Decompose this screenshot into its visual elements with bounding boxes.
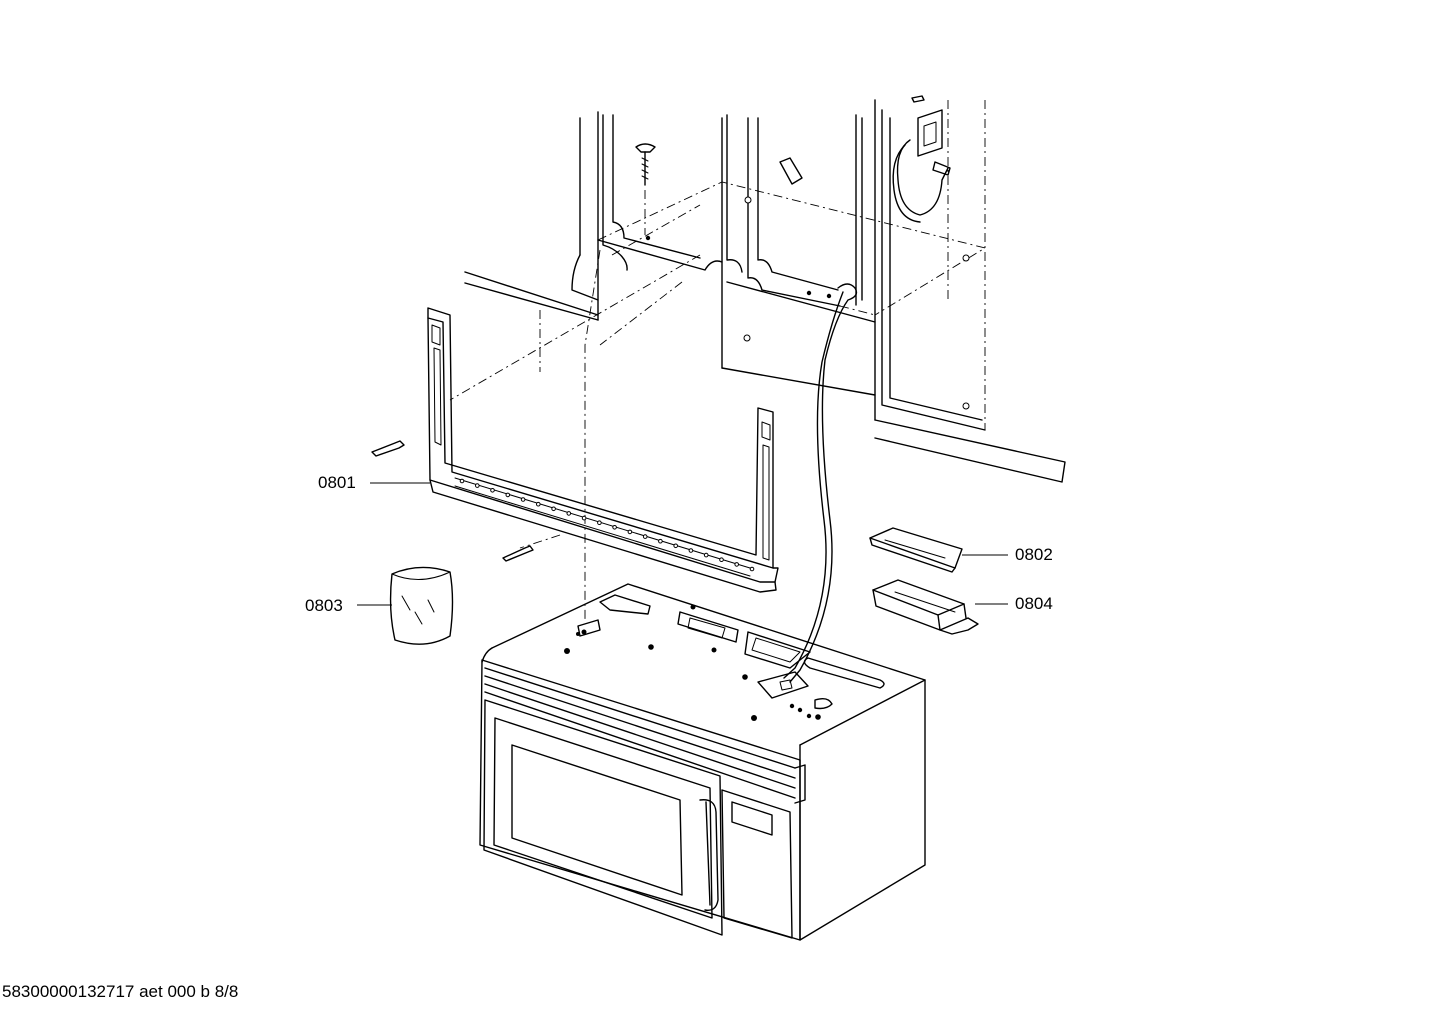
plate-hole: [597, 520, 602, 526]
plate-hole: [475, 483, 480, 488]
callout-0804: 0804: [1015, 594, 1053, 613]
plate-hole: [703, 552, 709, 558]
callout-0802: 0802: [1015, 545, 1053, 564]
plate-hole: [734, 562, 740, 567]
drawing-reference-footer: 58300000132717 aet 000 b 8/8: [2, 982, 239, 1001]
part-0802: [869, 527, 963, 573]
microwave-oven: [479, 583, 926, 941]
plate-hole: [459, 478, 465, 484]
plate-hole: [536, 501, 541, 507]
upper-cabinets: [464, 95, 1066, 483]
part-0804: [872, 579, 979, 635]
plate-hole: [719, 557, 724, 563]
plate-hole: [642, 534, 648, 539]
plate-hole: [490, 488, 495, 493]
plate-hole: [551, 506, 556, 512]
callout-0801: 0801: [318, 473, 356, 492]
plate-hole: [658, 538, 663, 544]
plate-hole: [673, 543, 679, 549]
plate-hole: [749, 566, 755, 572]
part-0803-bag: [389, 566, 454, 645]
callout-leaders: [357, 482, 1008, 606]
alignment-lines: [449, 249, 701, 620]
plate-hole: [520, 497, 526, 502]
plate-hole: [566, 511, 572, 516]
plate-hole: [505, 492, 511, 498]
plate-hole: [612, 525, 617, 530]
callout-0803: 0803: [305, 596, 343, 615]
plate-hole: [627, 529, 633, 535]
mounting-plate-0801: [371, 307, 779, 593]
plate-hole: [581, 515, 587, 521]
plate-hole: [688, 548, 694, 553]
